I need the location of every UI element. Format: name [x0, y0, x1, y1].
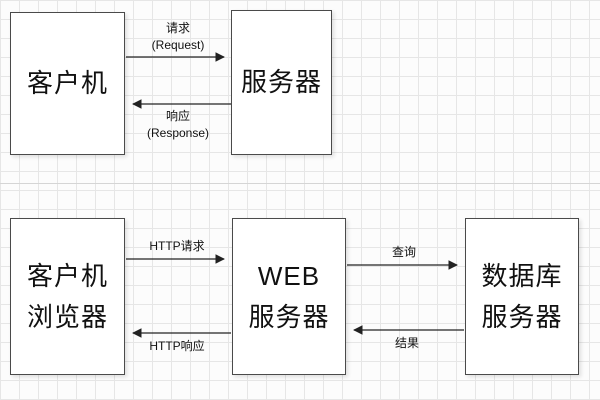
response-label-en: (Response)	[146, 126, 210, 141]
result-label: 结果	[395, 335, 419, 352]
db-server-box-line1: 数据库	[481, 261, 563, 292]
web-server-box-line1: WEB	[257, 261, 321, 292]
client-box-label: 客户机	[26, 68, 108, 99]
server-box-label: 服务器	[240, 67, 322, 98]
browser-box-line2: 浏览器	[26, 301, 108, 332]
page-fold-line	[0, 183, 600, 184]
request-label: 请求 (Request)	[152, 20, 205, 55]
browser-box: 客户机 浏览器	[10, 218, 125, 375]
http-response-label-text: HTTP响应	[149, 339, 205, 353]
db-server-box-line2: 服务器	[481, 301, 563, 332]
response-label: 响应 (Response)	[147, 108, 209, 143]
http-request-label: HTTP请求	[149, 238, 204, 255]
http-request-label-text: HTTP请求	[149, 239, 205, 253]
web-server-box: WEB 服务器	[232, 218, 346, 375]
server-box: 服务器	[231, 10, 332, 155]
request-label-cn: 请求	[165, 21, 190, 35]
http-response-label: HTTP响应	[149, 338, 204, 355]
result-label-text: 结果	[394, 336, 420, 350]
web-server-box-line2: 服务器	[248, 301, 330, 332]
response-label-cn: 响应	[165, 109, 190, 123]
request-label-en: (Request)	[151, 38, 205, 53]
client-box: 客户机	[10, 12, 125, 155]
browser-box-line1: 客户机	[26, 261, 108, 292]
query-label-text: 查询	[391, 245, 417, 259]
db-server-box: 数据库 服务器	[465, 218, 579, 375]
query-label: 查询	[392, 244, 416, 261]
